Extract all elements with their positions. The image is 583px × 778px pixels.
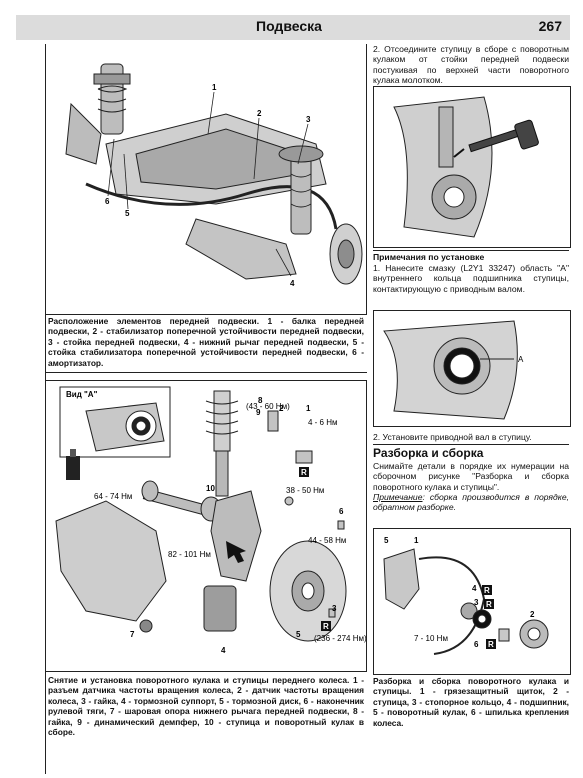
callout-5: 5 (384, 536, 389, 545)
knuckle-removal-illustration: Вид "А" (55, 386, 367, 655)
r-badge: R (301, 468, 307, 477)
hub-grease-illustration: A (383, 320, 524, 420)
page-header: Подвеска 267 (16, 15, 570, 40)
r-badge: R (486, 600, 492, 609)
suspension-illustration: 1 2 3 4 5 6 (65, 63, 363, 288)
right-figure-caption: Разборка и сборка поворотного кулака и с… (373, 676, 569, 728)
page-title: Подвеска (256, 18, 322, 34)
callout-2: 2 (257, 109, 262, 118)
callout-4: 4 (221, 646, 226, 655)
knuckle-disassembly-illustration: 5 1 4 3 2 6 7 - 10 Нм R R R (383, 536, 549, 655)
note-1-text: 1. Нанесите смазку (L2Y1 33247) область … (373, 263, 569, 294)
step-2b-text: 2. Установите приводной вал в ступицу. (373, 432, 532, 442)
callout-5: 5 (125, 209, 130, 218)
callout-1: 1 (306, 404, 311, 413)
figure-front-suspension: 1 2 3 4 5 6 (46, 44, 366, 314)
torque-label: 44 - 58 Нм (308, 536, 346, 545)
callout-1: 1 (414, 536, 419, 545)
callout-5: 5 (296, 630, 301, 639)
hub-separation-illustration (393, 96, 539, 238)
callout-9: 9 (256, 408, 261, 417)
section-intro: Снимайте детали в порядке их нумерации н… (373, 461, 569, 492)
r-badge: R (484, 586, 490, 595)
callout-6: 6 (105, 197, 110, 206)
torque-label: 7 - 10 Нм (414, 634, 448, 643)
torque-label: (43 - 60 Нм) (246, 402, 290, 411)
r-badge: R (323, 622, 329, 631)
figure-knuckle-disassembly: 5 1 4 3 2 6 7 - 10 Нм R R R (373, 528, 571, 675)
figure-knuckle-removal: Вид "А" (45, 380, 367, 672)
callout-2: 2 (530, 610, 535, 619)
callout-4: 4 (290, 279, 295, 288)
r-badge: R (488, 640, 494, 649)
torque-label: 82 - 101 Нм (168, 550, 211, 559)
label-a: A (518, 355, 524, 364)
callout-8: 8 (258, 396, 263, 405)
callout-3: 3 (474, 598, 479, 607)
callout-6: 6 (474, 640, 479, 649)
torque-label: (236 - 274 Нм) (314, 634, 366, 643)
assembly-note: Примечание: сборка производится в порядк… (373, 492, 569, 513)
callout-2: 2 (279, 404, 284, 413)
torque-label: 64 - 74 Нм (94, 492, 132, 501)
note-text: : сборка производится в порядке, обратно… (373, 492, 569, 513)
figure-hub-separation (373, 86, 571, 248)
torque-label: 4 - 6 Нм (308, 418, 338, 427)
callout-6: 6 (339, 507, 344, 516)
view-a-label: Вид "А" (66, 390, 98, 399)
notes-title: Примечания по установке (373, 252, 485, 262)
step-2-text: 2. Отсоедините ступицу в сборе с поворот… (373, 44, 569, 86)
torque-label: 38 - 50 Нм (286, 486, 324, 495)
figure1-caption: Расположение элементов передней подвески… (48, 316, 364, 368)
figure-hub-grease: A (373, 310, 571, 427)
callout-7: 7 (130, 630, 135, 639)
figure2-caption: Снятие и установка поворотного кулака и … (48, 675, 364, 738)
callout-3: 3 (306, 115, 311, 124)
column-divider-top (366, 44, 367, 314)
note-label: Примечание (373, 492, 423, 502)
callout-4: 4 (472, 584, 477, 593)
callout-1: 1 (212, 83, 217, 92)
page-number: 267 (538, 18, 562, 34)
callout-3: 3 (332, 604, 337, 613)
section-title: Разборка и сборка (373, 446, 484, 460)
callout-10: 10 (206, 484, 215, 493)
